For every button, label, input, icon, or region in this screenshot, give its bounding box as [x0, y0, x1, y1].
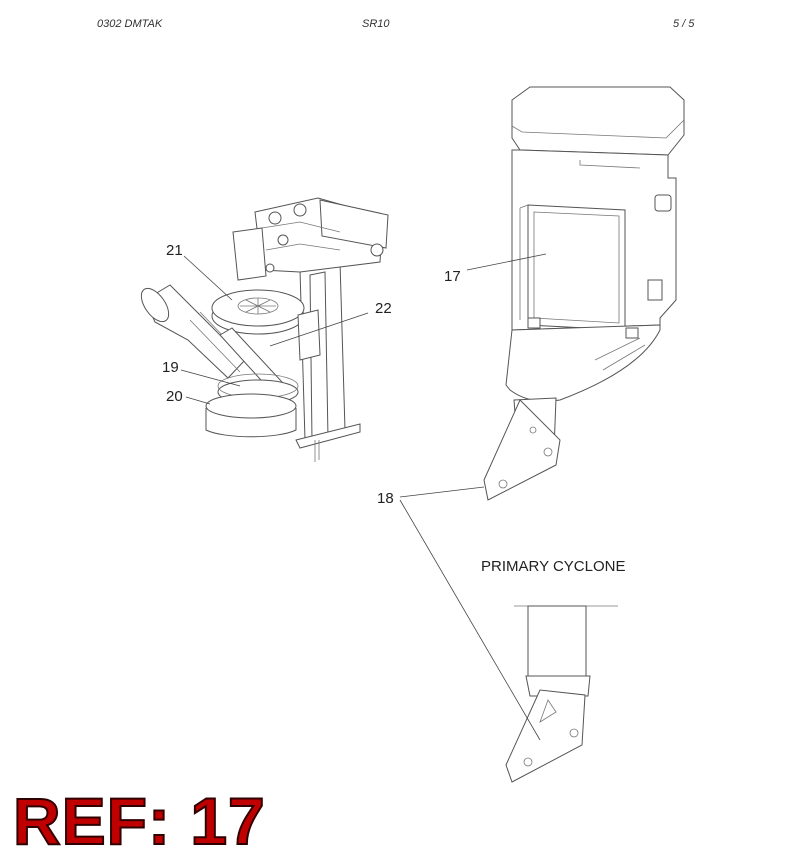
callout-20: 20 [166, 388, 183, 405]
callout-21: 21 [166, 242, 183, 259]
header-model: SR10 [362, 18, 390, 30]
callout-17: 17 [444, 268, 461, 285]
callout-leaders [180, 253, 547, 741]
callout-19: 19 [162, 359, 179, 376]
cyclone-assembly-drawing [483, 86, 685, 501]
cyclone-detail-drawing [505, 605, 618, 783]
header-page-number: 5 / 5 [673, 18, 695, 30]
callout-18: 18 [377, 490, 394, 507]
callout-22: 22 [375, 300, 392, 317]
primary-cyclone-caption: PRIMARY CYCLONE [481, 558, 626, 575]
feeder-assembly-drawing [140, 197, 389, 462]
reference-label: REF: 17 [12, 784, 266, 858]
header-doc-code: 0302 DMTAK [97, 18, 163, 30]
